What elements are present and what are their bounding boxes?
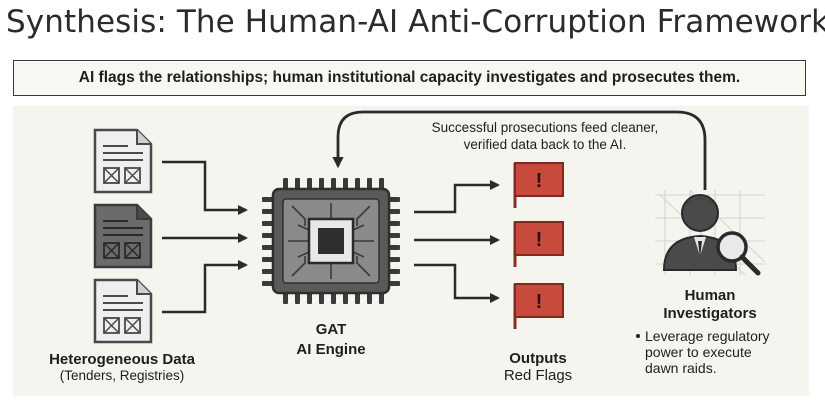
- feedback-label: Successful prosecutions feed cleaner, ve…: [395, 119, 695, 153]
- chip-pin: [388, 245, 400, 250]
- chip-pin: [307, 178, 312, 190]
- chip-pin: [367, 178, 372, 190]
- bullet-line-2: power to execute: [645, 344, 752, 360]
- red-flag-icon: !: [513, 162, 564, 208]
- chip-pin: [319, 292, 324, 304]
- engine-label: GAT AI Engine: [271, 320, 391, 360]
- chip-pin: [319, 178, 324, 190]
- bullet-dot: [636, 334, 640, 338]
- chip-pin: [262, 209, 274, 214]
- red-flag-icon: !: [513, 283, 564, 329]
- engine-line-2: AI Engine: [296, 341, 366, 358]
- page-title: Synthesis: The Human-AI Anti-Corruption …: [6, 4, 825, 40]
- chip-pin: [262, 269, 274, 274]
- document-icon: [93, 128, 153, 194]
- document-icon: [93, 203, 153, 269]
- chip-pin: [262, 257, 274, 262]
- data-source-title: Heterogeneous Data: [49, 351, 195, 368]
- chip-pin: [379, 178, 384, 190]
- chip-pin: [388, 269, 400, 274]
- input-arrow: [162, 160, 248, 215]
- outputs-title: Outputs: [509, 350, 567, 367]
- chip-pin: [379, 292, 384, 304]
- investigators-bullet: Leverage regulatory power to execute daw…: [645, 328, 770, 376]
- output-arrow: [414, 180, 500, 214]
- chip-pin: [388, 221, 400, 226]
- bullet-line-1: Leverage regulatory: [645, 328, 770, 344]
- chip-pin: [262, 197, 274, 202]
- red-flag-icon: !: [513, 221, 564, 267]
- investigators-line-1: Human: [684, 287, 736, 304]
- data-source-label: Heterogeneous Data (Tenders, Registries): [27, 351, 217, 383]
- data-source-subtitle: (Tenders, Registries): [59, 368, 185, 383]
- bullet-line-3: dawn raids.: [645, 360, 717, 376]
- chip-pin: [388, 197, 400, 202]
- chip-pin: [343, 292, 348, 304]
- chip-pin: [355, 178, 360, 190]
- investigator-icon: [655, 189, 766, 276]
- chip-pin: [355, 292, 360, 304]
- output-arrow: [414, 263, 500, 303]
- chip-pin: [283, 292, 288, 304]
- subtitle-banner: AI flags the relationships; human instit…: [13, 60, 806, 96]
- chip-pin: [331, 292, 336, 304]
- chip-pin: [388, 281, 400, 286]
- chip-pin: [262, 233, 274, 238]
- outputs-subtitle: Red Flags: [503, 367, 573, 384]
- feedback-line-1: Successful prosecutions feed cleaner,: [431, 120, 659, 135]
- engine-line-1: GAT: [315, 321, 347, 338]
- chip-pin: [295, 178, 300, 190]
- feedback-loop-arrow: [332, 110, 707, 190]
- svg-text:!: !: [536, 229, 543, 251]
- outputs-label: Outputs Red Flags: [478, 350, 598, 384]
- ai-chip-icon: [262, 178, 400, 304]
- chip-pin: [331, 178, 336, 190]
- chip-pin: [388, 209, 400, 214]
- chip-pin: [367, 292, 372, 304]
- feedback-line-2: verified data back to the AI.: [463, 137, 627, 152]
- chip-pin: [262, 221, 274, 226]
- chip-pin: [283, 178, 288, 190]
- chip-pin: [388, 257, 400, 262]
- investigators-label: Human Investigators: [650, 287, 770, 323]
- chip-pin: [295, 292, 300, 304]
- document-icon: [93, 278, 153, 344]
- chip-pin: [262, 245, 274, 250]
- chip-pin: [307, 292, 312, 304]
- input-arrow: [162, 260, 248, 314]
- chip-pin: [262, 281, 274, 286]
- chip-pin: [343, 178, 348, 190]
- svg-text:!: !: [536, 170, 543, 192]
- svg-text:!: !: [536, 291, 543, 313]
- investigators-line-2: Investigators: [663, 305, 757, 322]
- chip-pin: [388, 233, 400, 238]
